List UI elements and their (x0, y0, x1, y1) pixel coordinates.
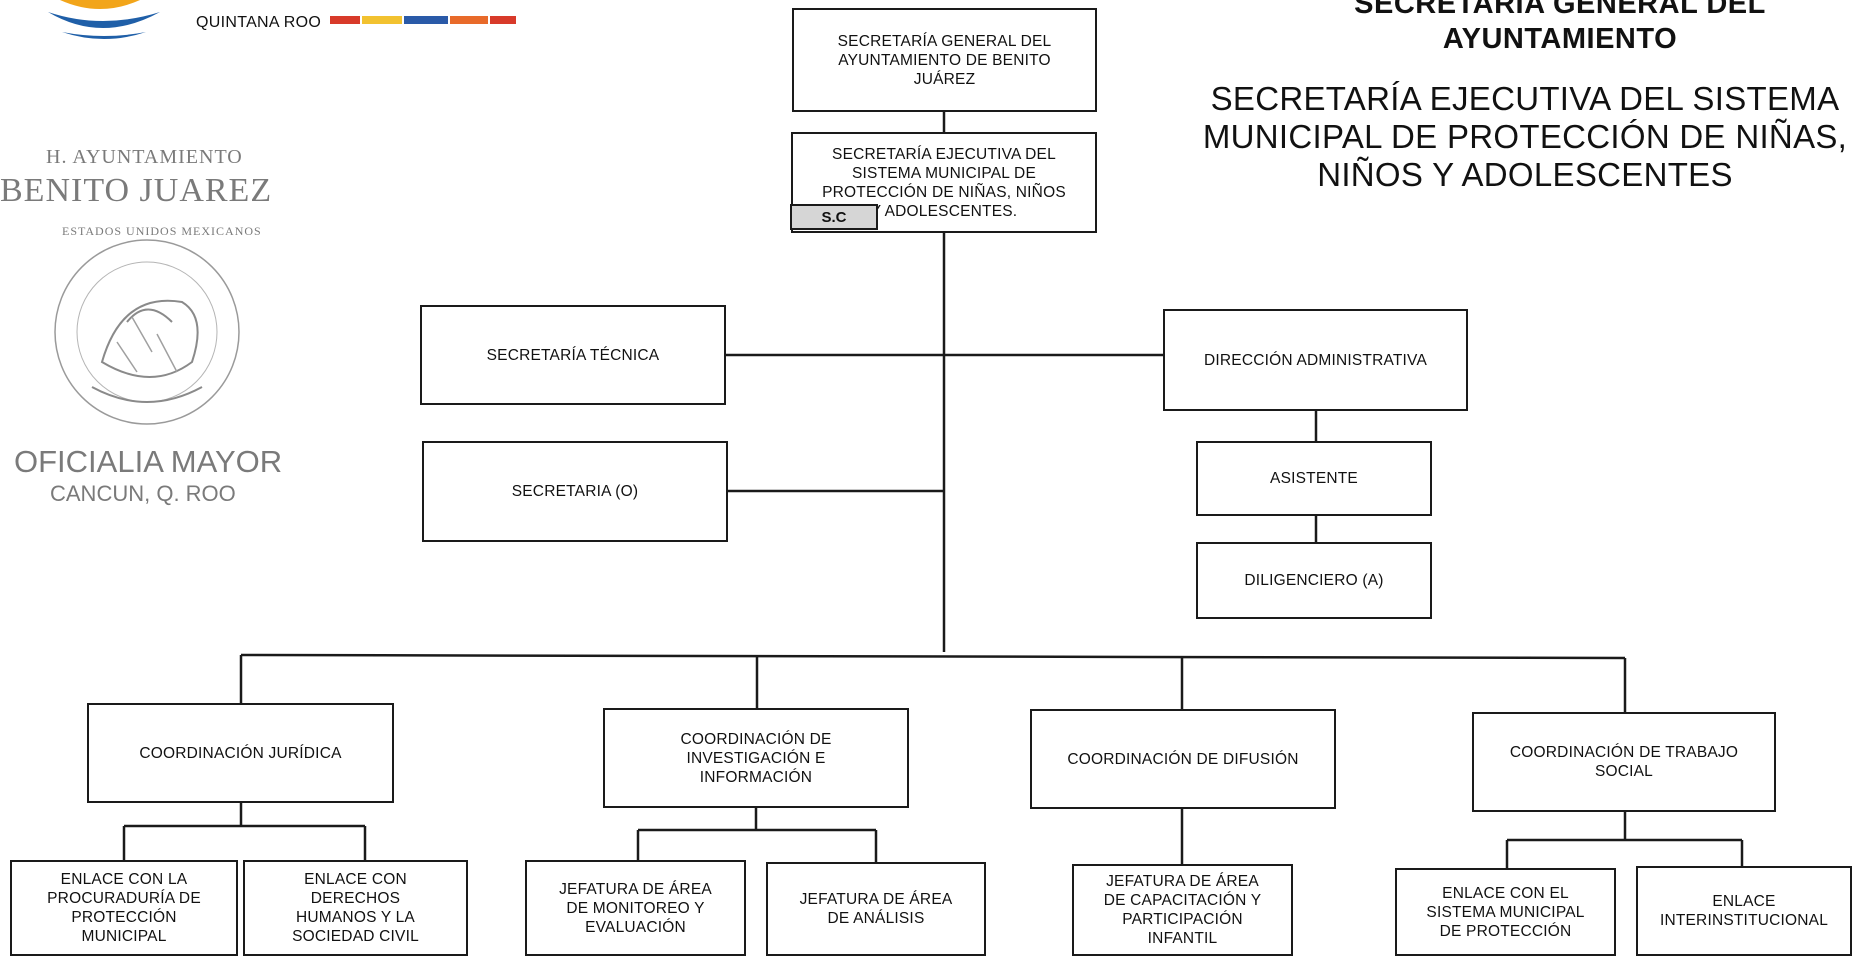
org-box-direccion-administrativa: DIRECCIÓN ADMINISTRATIVA (1163, 309, 1468, 411)
heading-subtitle: SECRETARÍA EJECUTIVA DEL SISTEMA MUNICIP… (1195, 80, 1855, 194)
heading-subtitle-line3: NIÑOS Y ADOLESCENTES (1317, 156, 1733, 193)
org-box-line: INVESTIGACIÓN E (686, 749, 826, 767)
org-box-line: COORDINACIÓN DE (680, 730, 832, 748)
org-box-line: SOCIEDAD CIVIL (292, 928, 419, 945)
org-box-secretaria-o: SECRETARIA (O) (422, 441, 728, 542)
org-box-line: DERECHOS (310, 890, 401, 907)
flag-stripe-blue (404, 16, 448, 24)
eagle-emblem-icon (54, 239, 240, 425)
org-box-line: SECRETARÍA EJECUTIVA DEL (832, 145, 1056, 163)
org-box-label: COORDINACIÓN JURÍDICA (139, 744, 342, 762)
org-box-jefatura-analisis: JEFATURA DE ÁREA DE ANÁLISIS (766, 862, 986, 956)
org-box-diligenciero: DILIGENCIERO (A) (1196, 542, 1432, 619)
seal-line-4: CANCUN, Q. ROO (50, 481, 236, 506)
org-box-line: AYUNTAMIENTO DE BENITO (838, 51, 1051, 69)
org-box-line: PROTECCIÓN DE NIÑAS, NIÑOS (822, 183, 1066, 201)
org-box-coordinacion-difusion: COORDINACIÓN DE DIFUSIÓN (1030, 709, 1336, 809)
org-box-line: PROTECCIÓN (71, 909, 177, 926)
org-box-jefatura-capacitacion: JEFATURA DE ÁREA DE CAPACITACIÓN Y PARTI… (1072, 864, 1293, 956)
state-name: QUINTANA ROO (196, 14, 322, 31)
seal-line-2: BENITO JUAREZ (0, 172, 273, 209)
org-box-line: INFORMACIÓN (699, 768, 813, 786)
seal-line-1: H. AYUNTAMIENTO (46, 146, 243, 168)
org-box-asistente: ASISTENTE (1196, 441, 1432, 516)
org-box-line: JEFATURA DE ÁREA (799, 891, 953, 908)
org-box-label: SECRETARÍA TÉCNICA (486, 346, 660, 364)
org-box-enlace-procuraduria: ENLACE CON LA PROCURADURÍA DE PROTECCIÓN… (10, 860, 238, 956)
org-box-line: HUMANOS Y LA (296, 909, 415, 926)
org-box-line: DE MONITOREO Y (566, 899, 705, 917)
org-box-line: SISTEMA MUNICIPAL DE (851, 164, 1036, 182)
org-box-label: DIRECCIÓN ADMINISTRATIVA (1204, 351, 1427, 369)
flag-stripe-red2 (490, 16, 516, 24)
org-box-secretaria-tecnica: SECRETARÍA TÉCNICA (420, 305, 726, 405)
org-box-line: INFANTIL (1147, 930, 1218, 947)
org-box-coordinacion-juridica: COORDINACIÓN JURÍDICA (87, 703, 394, 803)
org-box-jefatura-monitoreo: JEFATURA DE ÁREA DE MONITOREO Y EVALUACI… (525, 860, 746, 956)
seal-ring-text: ESTADOS UNIDOS MEXICANOS (62, 224, 262, 238)
org-box-label: ENLACE INTERINSTITUCIONAL (1659, 893, 1829, 929)
org-box-line: SECRETARÍA GENERAL DEL (837, 32, 1052, 50)
org-box-line: EVALUACIÓN (585, 918, 686, 936)
flag-stripe-yellow (362, 16, 402, 24)
org-box-line: SOCIAL (1594, 763, 1654, 780)
org-box-line: ENLACE CON EL (1442, 884, 1569, 902)
flag-stripe-orange (450, 16, 488, 24)
seal-line-3: OFICIALIA MAYOR (14, 444, 283, 479)
heading-title-line1: SECRETARÍA GENERAL DEL (1354, 0, 1766, 20)
org-box-label: ASISTENTE (1270, 470, 1358, 487)
org-box-line: Y ADOLESCENTES. (870, 202, 1018, 220)
heading-subtitle-line1: SECRETARÍA EJECUTIVA DEL SISTEMA (1210, 80, 1840, 117)
org-box-label: SECRETARIA (O) (511, 483, 639, 500)
org-box-line: ENLACE CON (304, 871, 407, 888)
org-box-line: DE CAPACITACIÓN Y (1103, 892, 1262, 909)
flag-stripe-red (330, 16, 360, 24)
sun-sea-logo-icon (48, 0, 160, 39)
org-box-line: PARTICIPACIÓN (1122, 911, 1243, 928)
org-box-line: JUÁREZ (913, 70, 976, 88)
org-box-label: COORDINACIÓN DE DIFUSIÓN (1067, 750, 1299, 768)
org-box-enlace-derechos-humanos: ENLACE CON DERECHOS HUMANOS Y LA SOCIEDA… (243, 860, 468, 956)
org-box-line: MUNICIPAL (81, 928, 167, 945)
org-box-line: PROCURADURÍA DE (47, 890, 201, 907)
org-box-line: DE ANÁLISIS (827, 910, 925, 927)
org-box-line: SISTEMA MUNICIPAL (1426, 903, 1585, 921)
org-box-line: JEFATURA DE ÁREA (559, 880, 712, 898)
org-box-line: COORDINACIÓN DE TRABAJO (1509, 744, 1739, 761)
org-box-coordinacion-trabajo-social: COORDINACIÓN DE TRABAJO SOCIAL (1472, 712, 1776, 812)
org-box-secretaria-general: SECRETARÍA GENERAL DEL AYUNTAMIENTO DE B… (792, 8, 1097, 112)
heading-subtitle-line2: MUNICIPAL DE PROTECCIÓN DE NIÑAS, (1202, 118, 1848, 155)
org-box-enlace-interinstitucional: ENLACE INTERINSTITUCIONAL (1636, 866, 1852, 956)
org-box-label: DILIGENCIERO (A) (1244, 572, 1384, 589)
org-box-line: ENLACE CON LA (60, 871, 188, 888)
org-box-line: JEFATURA DE ÁREA (1106, 873, 1259, 890)
org-box-enlace-sistema-municipal: ENLACE CON EL SISTEMA MUNICIPAL DE PROTE… (1395, 868, 1616, 956)
org-box-line: DE PROTECCIÓN (1439, 922, 1572, 940)
heading-title-line2: AYUNTAMIENTO (1442, 23, 1678, 55)
sc-badge: S.C (790, 204, 878, 230)
org-box-coordinacion-investigacion: COORDINACIÓN DE INVESTIGACIÓN E INFORMAC… (603, 708, 909, 808)
